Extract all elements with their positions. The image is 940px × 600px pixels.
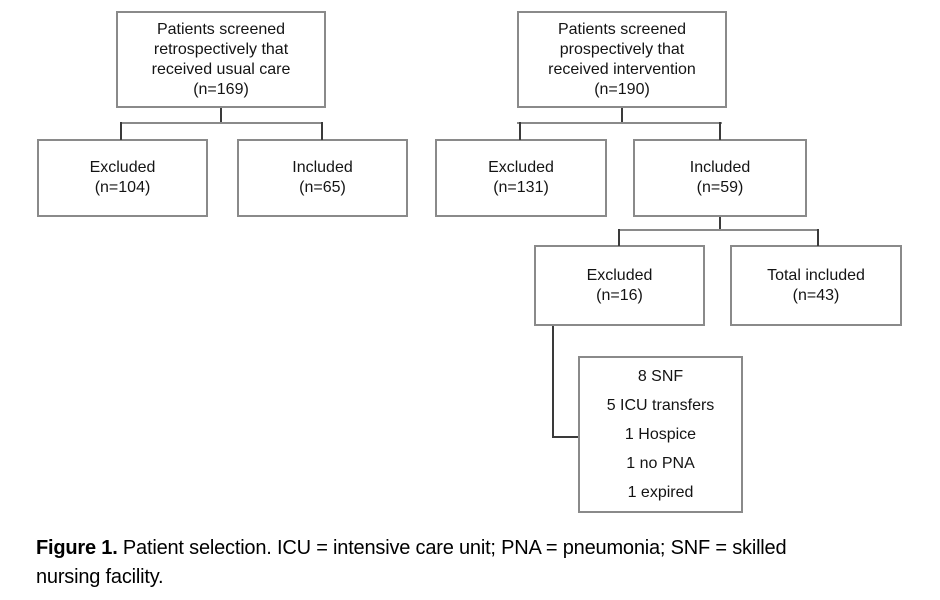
caption-figure-label: Figure 1. (36, 537, 118, 559)
node-line: Included (292, 159, 353, 176)
node-pro-included: Included (n=59) (633, 139, 807, 217)
node-pro-excluded-second: Excluded (n=16) (534, 245, 705, 326)
connector-retro-stem (220, 108, 222, 124)
connector-pro-branch (517, 122, 722, 124)
node-line: Excluded (488, 159, 554, 176)
connector-drop-excluded16 (618, 229, 620, 246)
node-line: (n=65) (299, 179, 346, 196)
connector-pro-drop-excluded (519, 122, 521, 140)
caption-line-2: nursing facility. (36, 566, 164, 588)
connector-excluded16-elbow-horizontal (552, 436, 578, 438)
node-line: (n=59) (696, 179, 744, 196)
node-total-included: Total included (n=43) (730, 245, 902, 326)
node-retro-included: Included (n=65) (237, 139, 408, 217)
caption-line-1-text: Patient selection. ICU = intensive care … (117, 537, 787, 559)
node-line: Patients screened (156, 20, 286, 38)
node-line: 5 ICU transfers (606, 397, 715, 414)
node-line: 1 no PNA (626, 455, 695, 472)
node-line: prospectively that (559, 40, 685, 58)
node-exclusion-reasons: 8 SNF 5 ICU transfers 1 Hospice 1 no PNA… (578, 356, 743, 513)
node-line: (n=169) (193, 80, 249, 98)
node-line: (n=16) (596, 286, 643, 304)
connector-retro-drop-included (321, 122, 323, 140)
connector-drop-total-included (817, 229, 819, 246)
connector-retro-drop-excluded (120, 122, 122, 140)
connector-pro-stem (621, 108, 623, 124)
node-patients-screened-prospectively: Patients screened prospectively that rec… (517, 11, 727, 108)
node-line: Excluded (89, 159, 156, 176)
node-pro-excluded: Excluded (n=131) (435, 139, 607, 217)
node-line: (n=104) (94, 179, 151, 196)
node-line: 1 Hospice (624, 426, 697, 443)
node-line: Excluded (586, 266, 653, 284)
node-line: Total included (767, 266, 865, 284)
node-line: received intervention (548, 60, 696, 78)
node-line: retrospectively that (153, 40, 289, 58)
connector-included59-stem (719, 217, 721, 231)
connector-pro-drop-included (719, 122, 721, 140)
caption-line-1: Figure 1. Patient selection. ICU = inten… (36, 534, 926, 563)
node-line: Included (689, 159, 751, 176)
node-line: 8 SNF (637, 368, 684, 385)
node-line: 1 expired (627, 484, 694, 501)
node-line: Patients screened (557, 20, 687, 38)
connector-excluded16-elbow-vertical (552, 326, 554, 438)
figure-caption: Figure 1. Patient selection. ICU = inten… (36, 534, 926, 592)
node-patients-screened-retrospectively: Patients screened retrospectively that r… (116, 11, 326, 108)
node-line: (n=190) (594, 80, 650, 98)
node-retro-excluded: Excluded (n=104) (37, 139, 208, 217)
connector-retro-branch (120, 122, 323, 124)
node-line: received usual care (151, 60, 291, 78)
node-line: (n=131) (493, 179, 549, 196)
connector-included59-branch (618, 229, 819, 231)
node-line: (n=43) (792, 286, 840, 304)
